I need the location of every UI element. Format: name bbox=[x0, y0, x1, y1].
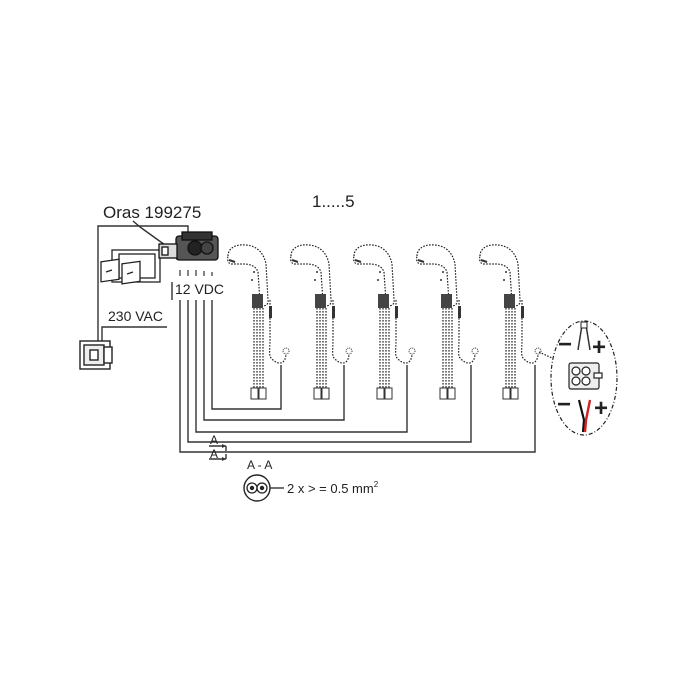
svg-text:A: A bbox=[210, 433, 218, 447]
cable-cross-section-icon bbox=[243, 474, 284, 502]
faucet-icon bbox=[227, 244, 290, 400]
control-unit-icon bbox=[158, 231, 219, 261]
svg-text:−: − bbox=[558, 331, 572, 358]
svg-text:+: + bbox=[592, 334, 606, 361]
faucet-icon bbox=[290, 244, 353, 400]
faucet-icon bbox=[353, 244, 416, 400]
faucet-icon bbox=[479, 244, 542, 400]
faucet-count-label: 1.....5 bbox=[312, 192, 355, 211]
terminal-block-icon bbox=[568, 362, 603, 390]
section-marker-a: A A bbox=[209, 433, 227, 461]
faucet-icon bbox=[416, 244, 479, 400]
svg-text:+: + bbox=[594, 395, 608, 422]
faucet-group bbox=[227, 244, 542, 400]
dc-terminal-ticks bbox=[179, 270, 213, 276]
dc-wiring bbox=[179, 300, 536, 453]
connector-detail: − + − + bbox=[538, 320, 618, 436]
ac-voltage-label: 230 VAC bbox=[108, 308, 163, 324]
svg-text:A: A bbox=[210, 447, 218, 461]
mains-wiring bbox=[97, 220, 189, 345]
double-switch-icon bbox=[100, 249, 161, 285]
controller-label: Oras 199275 bbox=[103, 203, 201, 222]
svg-text:−: − bbox=[557, 391, 571, 418]
cable-spec: 2 x > = 0.5 mm2 bbox=[287, 480, 379, 496]
section-title: A - A bbox=[247, 458, 272, 472]
dc-voltage-label: 12 VDC bbox=[175, 281, 224, 297]
wall-socket-icon bbox=[79, 340, 113, 370]
